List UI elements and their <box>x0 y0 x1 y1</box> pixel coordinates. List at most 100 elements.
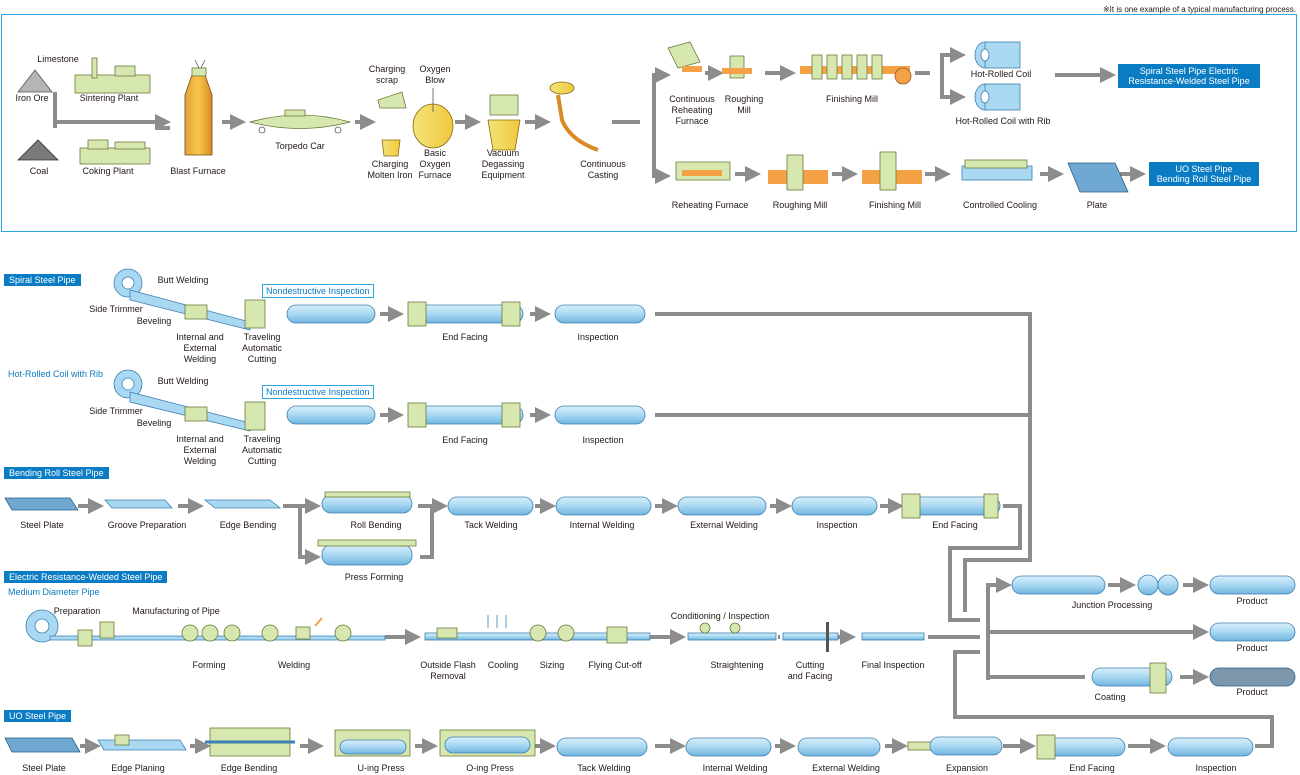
process-note: ※It is one example of a typical manufact… <box>1102 5 1296 14</box>
cooling-label: Cooling <box>487 660 519 670</box>
conditioning-label: Conditioning / Inspection <box>670 611 770 621</box>
rib-strip-forming-icon <box>129 391 266 432</box>
bending-internal-welding-label: Internal Welding <box>569 520 635 530</box>
spiral-side-trimmer-label: Side Trimmer <box>89 304 143 314</box>
sintering-plant-label: Sintering Plant <box>79 93 139 103</box>
hot-rolled-coil-rib-icon <box>974 83 1021 111</box>
steel-plate-icon <box>4 497 79 511</box>
junction-label: Junction Processing <box>1071 600 1153 610</box>
reheating-furnace-label: Reheating Furnace <box>671 200 749 210</box>
bending-edge-bending-label: Edge Bending <box>219 520 277 530</box>
rib-inspection-label: Inspection <box>582 435 624 445</box>
plate-label: Plate <box>1086 200 1108 210</box>
blast-furnace-icon <box>184 59 213 156</box>
finishing-mill-top-label: Finishing Mill <box>825 94 879 104</box>
bending-header: Bending Roll Steel Pipe <box>4 467 109 479</box>
uo-inspection-icon <box>1167 737 1254 757</box>
hot-rolled-coil-label: Hot-Rolled Coil <box>970 69 1032 79</box>
uo-internal-welding-label: Internal Welding <box>702 763 768 773</box>
junction-pipe-ends-icon <box>1137 574 1179 596</box>
rib-end-facing-label: End Facing <box>442 435 488 445</box>
flash-removal-icon <box>436 627 458 639</box>
continuous-casting-icon <box>549 81 599 152</box>
uo-steel-plate-label: Steel Plate <box>22 763 66 773</box>
uo-edge-bending-label: Edge Bending <box>220 763 278 773</box>
bending-steel-plate-label: Steel Plate <box>20 520 64 530</box>
basic-oxygen-furnace-icon <box>412 88 454 149</box>
spiral-ndi-label: Nondestructive Inspection <box>262 284 374 298</box>
o-press-label: O-ing Press <box>466 763 514 773</box>
roll-bending-label: Roll Bending <box>350 520 402 530</box>
spiral-pipe-icon <box>286 304 376 324</box>
rib-ndi-label: Nondestructive Inspection <box>262 385 374 399</box>
rib-coil-uncoiler-icon <box>113 369 143 399</box>
plate-icon <box>1067 162 1129 193</box>
bending-inspection-pipe-icon <box>791 496 878 516</box>
controlled-cooling-icon <box>961 159 1033 181</box>
coating-label: Coating <box>1094 692 1126 702</box>
flying-cutoff-icon <box>606 626 628 644</box>
cooling-nozzles-icon <box>487 615 507 628</box>
product-pipe-coated-icon <box>1209 667 1296 687</box>
blast-furnace-label: Blast Furnace <box>170 166 226 176</box>
rib-spiral-pipe-icon <box>286 405 376 425</box>
expansion-label: Expansion <box>945 763 989 773</box>
coking-plant-label: Coking Plant <box>82 166 134 176</box>
rib-butt-welding-label: Butt Welding <box>157 376 209 386</box>
final-inspection-icon <box>861 632 925 641</box>
press-forming-label: Press Forming <box>344 572 404 582</box>
product-pipe-2-icon <box>1209 622 1296 642</box>
product-3-label: Product <box>1236 687 1268 697</box>
bending-end-facing-icon <box>901 493 1001 519</box>
edge-planing-icon <box>97 734 187 751</box>
vacuum-degassing-icon <box>487 94 521 151</box>
preparation-label: Preparation <box>53 606 101 616</box>
flying-cutoff-label: Flying Cut-off <box>588 660 642 670</box>
roughing-mill-icon <box>768 154 828 191</box>
hot-rolled-coil-icon <box>974 41 1021 69</box>
strip-forming-icon <box>129 289 266 331</box>
uo-inspection-label: Inspection <box>1195 763 1237 773</box>
coal-pile-icon <box>17 139 59 161</box>
uo-external-welding-label: External Welding <box>812 763 880 773</box>
uo-edge-bending-icon <box>205 727 295 757</box>
o-press-icon <box>439 729 536 757</box>
uo-header: UO Steel Pipe <box>4 710 72 722</box>
rib-beveling-label: Beveling <box>136 418 172 428</box>
iron-ore-label: Iron Ore <box>15 93 49 103</box>
torpedo-car-icon <box>248 109 352 134</box>
junction-pipe-icon <box>1011 575 1106 595</box>
coil-uncoiler-icon <box>113 268 143 298</box>
end-facing-icon <box>407 301 524 327</box>
erw-coil-icon <box>25 609 59 643</box>
preparation-icon <box>77 621 115 647</box>
manufacturing-label: Manufacturing of Pipe <box>132 606 220 616</box>
final-inspection-label: Final Inspection <box>861 660 925 670</box>
roll-bending-icon <box>321 491 413 514</box>
reheating-furnace-icon <box>675 161 731 181</box>
rib-header: Hot-Rolled Coil with Rib <box>8 369 104 379</box>
welding-station-icon <box>295 617 352 642</box>
uo-end-facing-label: End Facing <box>1069 763 1115 773</box>
erw-header: Electric Resistance-Welded Steel Pipe <box>4 571 168 583</box>
product-2-label: Product <box>1236 643 1268 653</box>
spiral-beveling-label: Beveling <box>136 316 172 326</box>
spiral-end-facing-label: End Facing <box>442 332 488 342</box>
controlled-cooling-label: Controlled Cooling <box>962 200 1038 210</box>
coking-plant-icon <box>79 139 151 165</box>
roughing-mill-label: Roughing Mill <box>772 200 828 210</box>
limestone-pile-icon <box>17 69 53 93</box>
expansion-icon <box>907 736 1003 756</box>
erw-welding-label: Welding <box>277 660 311 670</box>
edge-planing-label: Edge Planing <box>111 763 165 773</box>
